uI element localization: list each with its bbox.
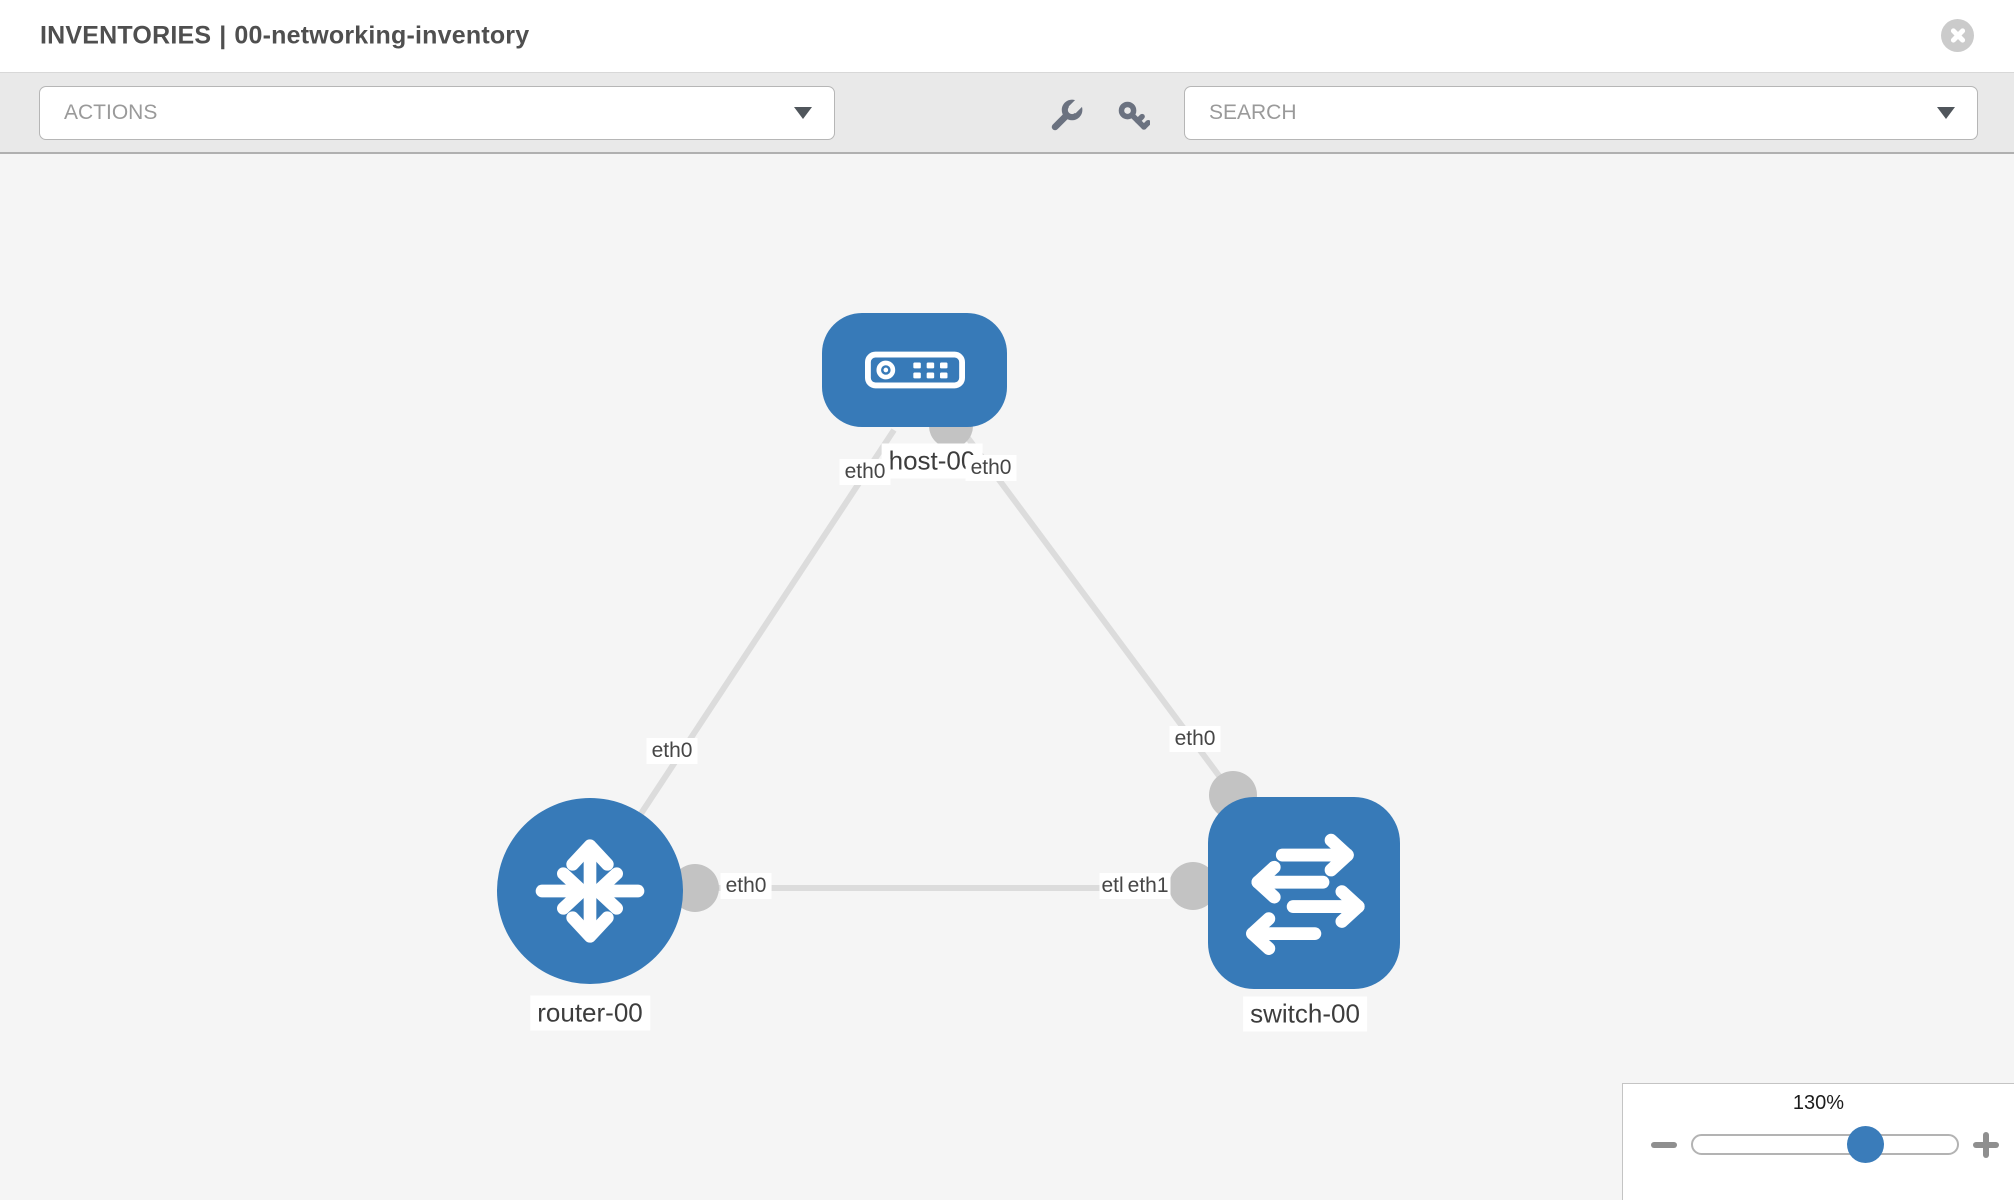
zoom-panel: 130%	[1622, 1083, 2014, 1200]
interface-label-switch-to-router: eth1	[1125, 873, 1171, 899]
node-label-router: router-00	[530, 995, 650, 1031]
topology-canvas[interactable]: host-00 router-00 switch-00 eth0 eth0 et…	[0, 156, 2014, 1200]
plus-icon	[1973, 1132, 1999, 1158]
interface-label-router-to-host: eth0	[646, 738, 698, 764]
server-icon	[864, 351, 965, 389]
interface-label-clipped: etl	[1099, 873, 1126, 899]
chevron-down-icon	[1937, 107, 1955, 119]
link-layer	[587, 404, 1257, 912]
close-button[interactable]	[1941, 19, 1974, 52]
interface-label-host-to-switch: eth0	[965, 455, 1017, 481]
zoom-in-button[interactable]	[1971, 1130, 2001, 1160]
actions-dropdown[interactable]: ACTIONS	[39, 86, 835, 140]
title-bar: INVENTORIES|00-networking-inventory	[0, 0, 2014, 73]
actions-placeholder: ACTIONS	[64, 101, 158, 124]
wrench-icon	[1051, 96, 1086, 131]
zoom-level: 130%	[1792, 1092, 1845, 1114]
interface-label-host-to-router: eth0	[839, 459, 891, 485]
node-host[interactable]	[822, 313, 1007, 427]
chevron-down-icon	[794, 107, 812, 119]
minus-icon	[1651, 1142, 1677, 1148]
page-title: INVENTORIES|00-networking-inventory	[40, 22, 529, 51]
node-label-switch: switch-00	[1243, 996, 1367, 1032]
zoom-slider-thumb[interactable]	[1847, 1126, 1884, 1163]
search-placeholder: SEARCH	[1209, 101, 1297, 124]
title-separator: |	[219, 21, 227, 50]
port-circle-switch-left	[1169, 862, 1217, 910]
toolbar: ACTIONS SEARCH	[0, 73, 2014, 154]
search-dropdown[interactable]: SEARCH	[1184, 86, 1978, 140]
wrench-button[interactable]	[1049, 96, 1086, 133]
node-switch[interactable]	[1208, 797, 1400, 989]
title-primary: INVENTORIES	[40, 21, 212, 50]
switch-arrows-icon	[1246, 833, 1365, 955]
key-button[interactable]	[1116, 99, 1151, 133]
zoom-slider[interactable]	[1691, 1126, 1959, 1163]
key-icon	[1118, 101, 1151, 130]
port-circle-router	[671, 864, 719, 912]
zoom-out-button[interactable]	[1649, 1132, 1679, 1158]
interface-label-router-to-switch: eth0	[720, 873, 772, 899]
interface-label-switch-to-host: eth0	[1169, 726, 1221, 752]
node-router[interactable]	[497, 798, 683, 984]
title-secondary: 00-networking-inventory	[234, 21, 530, 50]
router-arrows-icon	[535, 839, 645, 943]
